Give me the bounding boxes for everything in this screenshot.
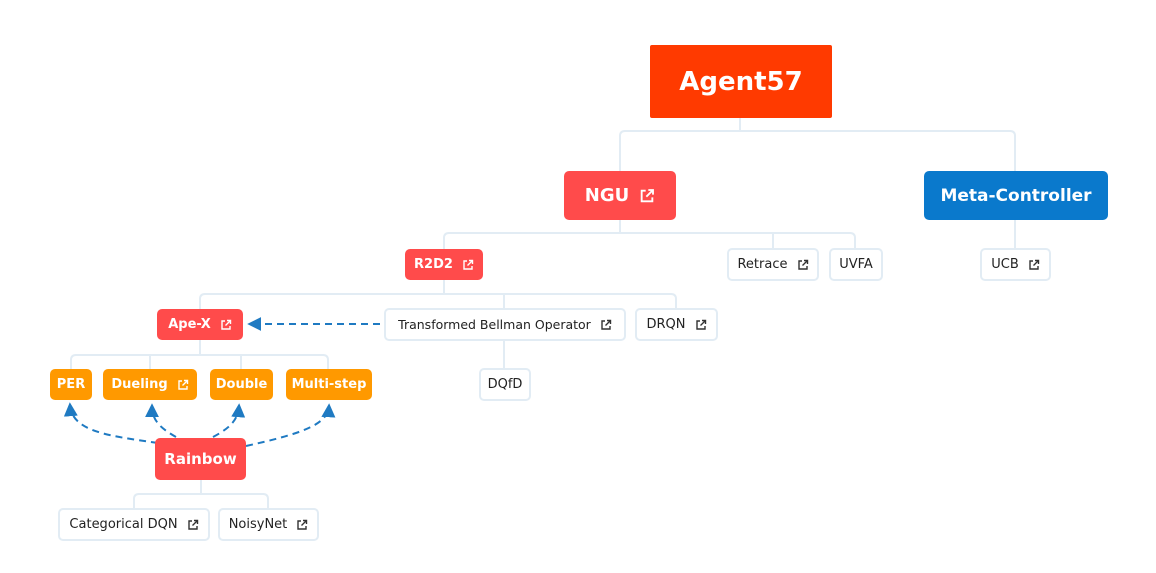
node-multistep[interactable]: Multi-step [286,369,372,400]
node-label: PER [56,377,86,392]
node-meta-controller[interactable]: Meta-Controller [924,171,1108,220]
relation-arrow-rainbow-to-double [212,403,246,438]
relation-arrow-rainbow-to-per [63,402,159,444]
node-label: R2D2 [414,257,453,272]
node-ngu[interactable]: NGU [564,171,676,220]
node-label: Agent57 [679,66,803,97]
external-link-icon[interactable] [695,319,707,331]
node-label: Meta-Controller [940,185,1092,206]
tree-connector [199,280,677,309]
relation-arrow-rainbow-to-multistep [245,403,336,447]
node-agent57[interactable]: Agent57 [650,45,832,118]
node-label: Double [215,377,268,392]
node-label: NoisyNet [228,517,288,532]
external-link-icon[interactable] [639,188,655,204]
node-label: Retrace [737,257,788,272]
node-r2d2[interactable]: R2D2 [405,249,483,280]
external-link-icon[interactable] [462,259,474,271]
external-link-icon[interactable] [1028,259,1040,271]
tree-connector [133,480,269,509]
node-label: UVFA [839,257,873,272]
node-label: Dueling [111,377,168,392]
node-dueling[interactable]: Dueling [103,369,197,400]
node-dqfd[interactable]: DQfD [479,368,531,401]
node-retrace[interactable]: Retrace [727,248,819,281]
node-uvfa[interactable]: UVFA [829,248,883,281]
external-link-icon[interactable] [296,519,308,531]
external-link-icon[interactable] [797,259,809,271]
node-label: DRQN [646,317,686,332]
node-label: UCB [991,257,1019,272]
external-link-icon[interactable] [177,379,189,391]
node-drqn[interactable]: DRQN [635,308,718,341]
tree-connector [70,339,329,369]
external-link-icon[interactable] [600,319,612,331]
external-link-icon[interactable] [187,519,199,531]
external-link-icon[interactable] [220,319,232,331]
node-categorical-dqn[interactable]: Categorical DQN [58,508,210,541]
node-noisynet[interactable]: NoisyNet [218,508,319,541]
node-transformed-bellman-operator[interactable]: Transformed Bellman Operator [384,308,626,341]
node-label: Rainbow [164,450,237,468]
node-ucb[interactable]: UCB [980,248,1051,281]
relation-arrow-rainbow-to-dueling [145,403,177,438]
node-apex[interactable]: Ape-X [157,309,243,340]
node-label: DQfD [487,377,523,392]
node-label: NGU [584,185,630,206]
node-label: Ape-X [168,317,211,332]
node-double[interactable]: Double [210,369,273,400]
node-per[interactable]: PER [50,369,92,400]
tree-connector [619,118,1016,171]
node-label: Transformed Bellman Operator [398,317,591,332]
node-label: Categorical DQN [69,517,178,532]
node-rainbow[interactable]: Rainbow [155,438,246,480]
node-label: Multi-step [291,377,367,392]
tree-connector [443,220,856,249]
